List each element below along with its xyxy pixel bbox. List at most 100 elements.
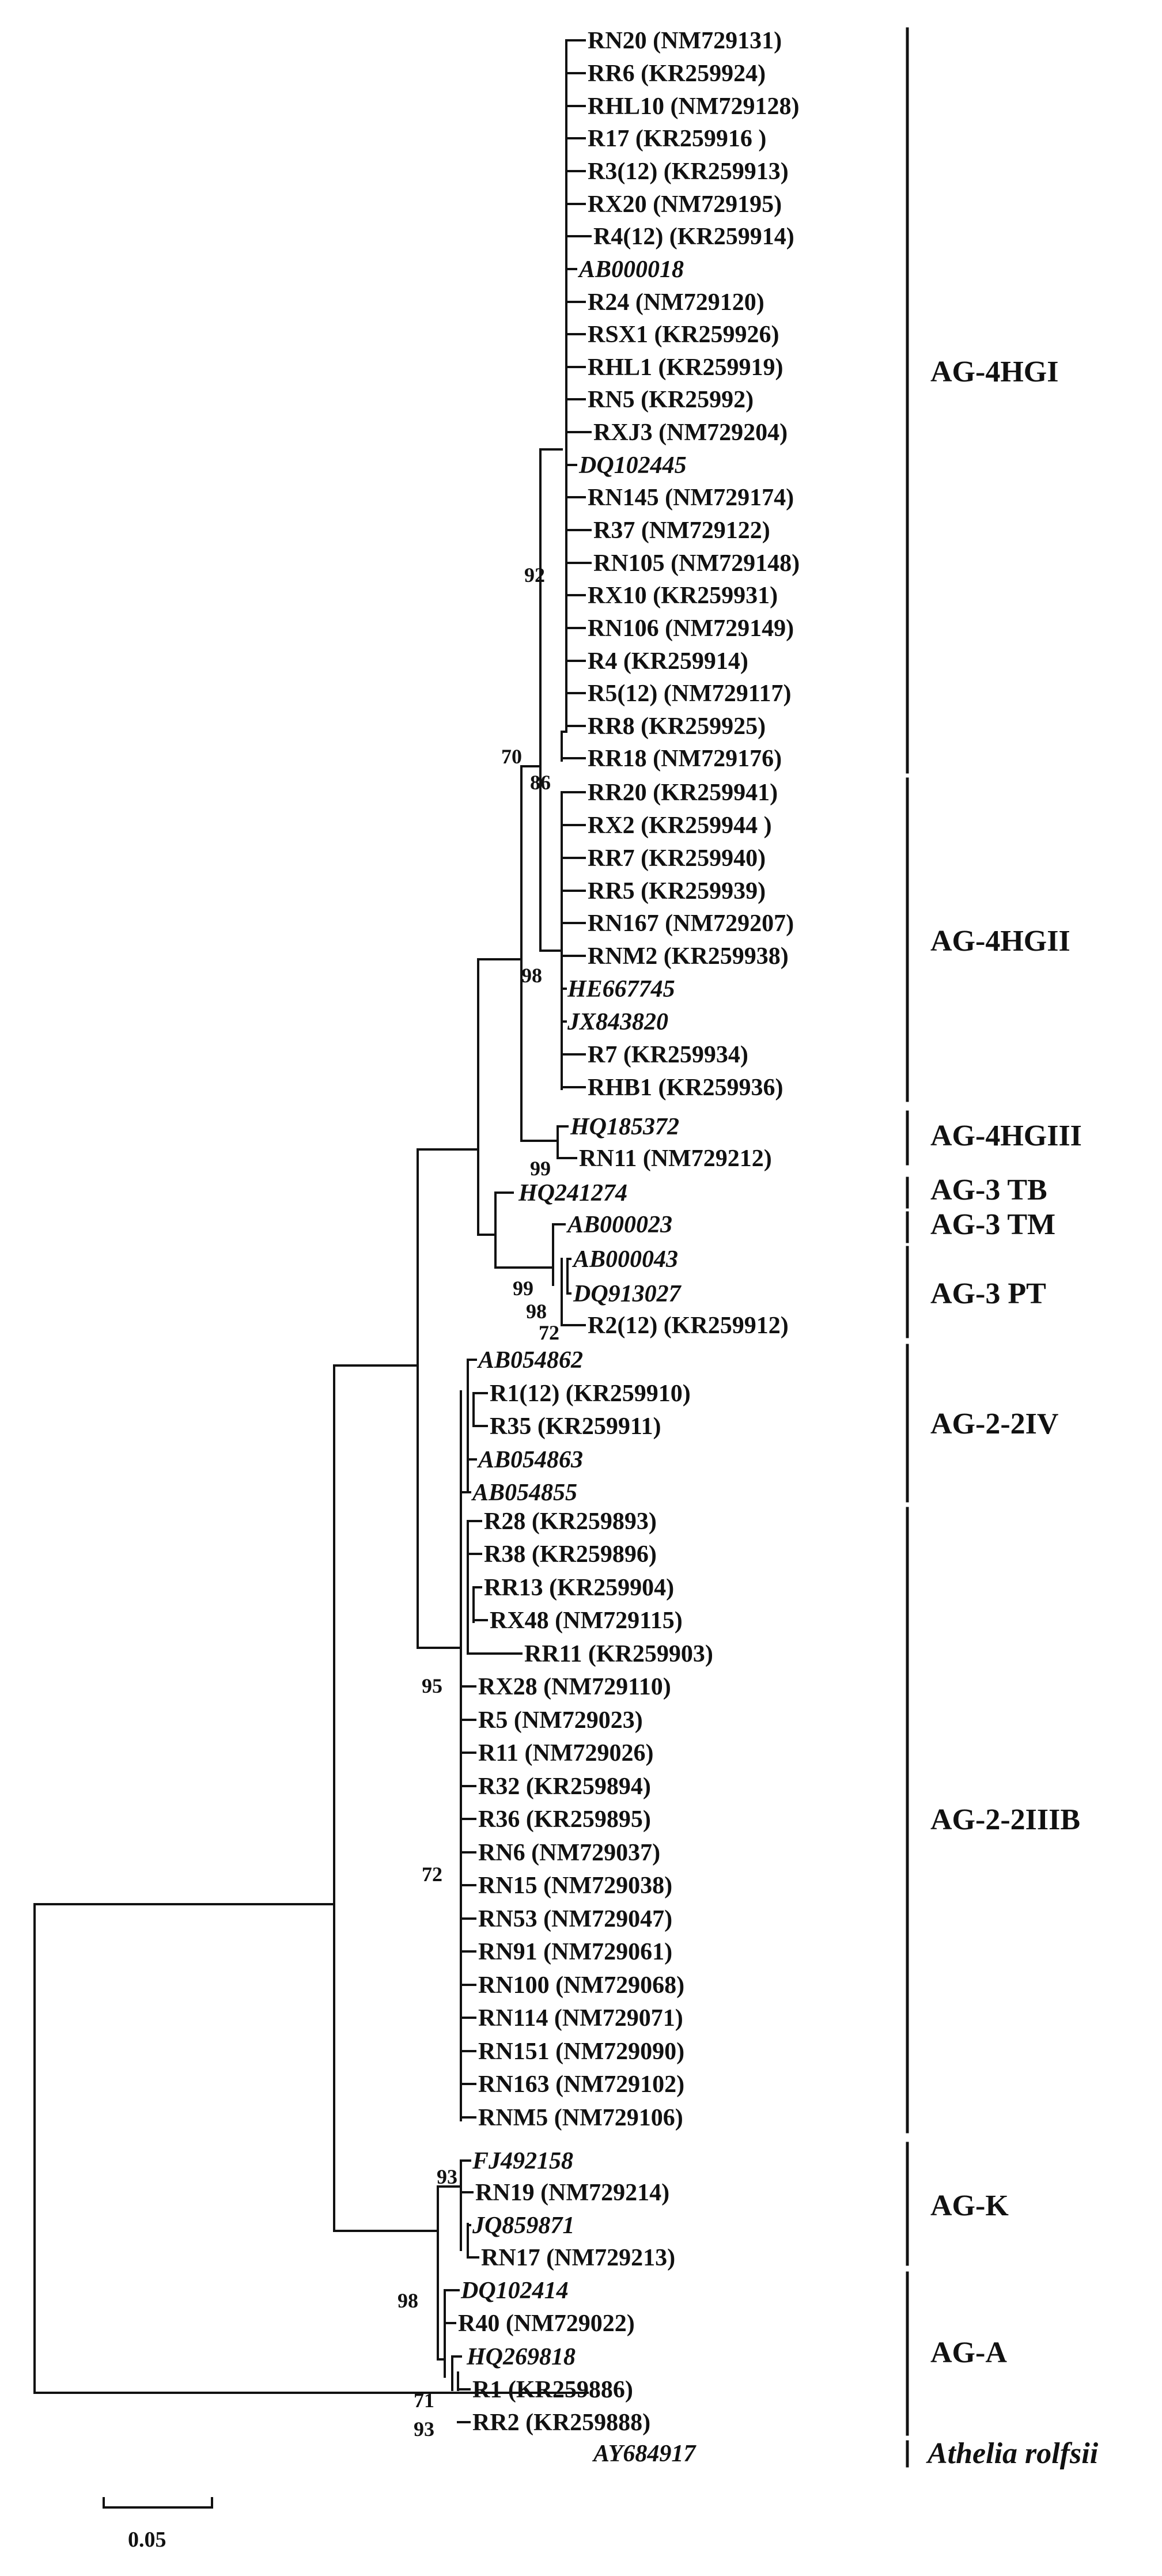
leaf-label: RN151 (NM729090) <box>478 2038 684 2065</box>
leaf-label: RR7 (KR259940) <box>588 845 766 872</box>
leaf-labels: RN20 (NM729131) RR6 (KR259924) RHL10 (NM… <box>458 28 800 2467</box>
bootstrap-value: 92 <box>524 563 545 587</box>
bootstrap-value: 86 <box>530 771 551 794</box>
leaf-label: JQ859871 <box>472 2212 574 2239</box>
leaf-label: RN15 (NM729038) <box>478 1873 672 1899</box>
leaf-label: AB000018 <box>577 256 684 283</box>
leaf-label: R32 (KR259894) <box>478 1773 651 1800</box>
leaf-label: HE667745 <box>567 976 675 1003</box>
leaf-label: RX2 (KR259944 ) <box>588 812 772 839</box>
leaf-label: AB000043 <box>571 1246 678 1273</box>
scale-bar-label: 0.05 <box>128 2528 166 2552</box>
bootstrap-value: 93 <box>414 2418 434 2441</box>
leaf-label: RN167 (NM729207) <box>588 910 794 937</box>
leaf-label: R38 (KR259896) <box>484 1541 657 1568</box>
group-label-ag-k: AG-K <box>930 2189 1009 2222</box>
leaf-label: HQ269818 <box>466 2344 576 2370</box>
leaf-label: RN105 (NM729148) <box>593 550 800 577</box>
leaf-label: R35 (KR259911) <box>490 1413 661 1440</box>
leaf-label: RNM2 (KR259938) <box>588 943 789 970</box>
group-label-ag-2-2iv: AG-2-2IV <box>930 1408 1058 1440</box>
leaf-label: DQ102414 <box>460 2278 569 2304</box>
leaf-label: R5 (NM729023) <box>478 1707 643 1734</box>
leaf-label: RX20 (NM729195) <box>588 191 782 218</box>
leaf-label: R37 (NM729122) <box>593 517 770 544</box>
leaf-label: R1 (KR259886) <box>472 2377 633 2403</box>
leaf-label: HQ185372 <box>570 1114 679 1140</box>
leaf-label: AB054855 <box>471 1480 577 1506</box>
leaf-label: RN11 (NM729212) <box>579 1145 772 1172</box>
leaf-branches <box>444 39 592 2423</box>
group-label-ag-2-2iiib: AG-2-2IIIB <box>930 1803 1080 1836</box>
leaf-label: RN145 (NM729174) <box>588 485 794 511</box>
leaf-label: R40 (NM729022) <box>458 2310 635 2337</box>
leaf-label: RHL10 (NM729128) <box>588 93 799 120</box>
leaf-label: RX10 (KR259931) <box>588 582 778 609</box>
group-label-ag-3-pt: AG-3 PT <box>930 1277 1046 1310</box>
leaf-label: R2(12) (KR259912) <box>588 1312 789 1339</box>
leaf-label: RR5 (KR259939) <box>588 878 766 905</box>
group-label-ag-3-tm: AG-3 TM <box>930 1208 1055 1241</box>
bootstrap-value: 93 <box>437 2165 457 2188</box>
leaf-label: R11 (NM729026) <box>478 1740 653 1766</box>
leaf-label: RR18 (NM729176) <box>588 746 782 772</box>
leaf-label: R28 (KR259893) <box>484 1508 657 1535</box>
group-label-ag-4hgi: AG-4HGI <box>930 355 1058 388</box>
bootstrap-value: 71 <box>414 2389 434 2412</box>
leaf-label: FJ492158 <box>472 2148 573 2174</box>
leaf-label: RR13 (KR259904) <box>484 1575 674 1601</box>
leaf-label: R17 (KR259916 ) <box>588 126 766 152</box>
bootstrap-value: 95 <box>422 1674 442 1697</box>
bootstrap-value: 99 <box>513 1277 533 1300</box>
group-label-ag-4hgiii: AG-4HGIII <box>930 1119 1082 1152</box>
leaf-label: AB054862 <box>476 1347 583 1374</box>
leaf-label: R7 (KR259934) <box>588 1042 748 1068</box>
leaf-label: R1(12) (KR259910) <box>490 1380 691 1407</box>
group-label-ag-3-tb: AG-3 TB <box>930 1174 1047 1206</box>
group-label-athelia-rolfsii: Athelia rolfsii <box>926 2437 1099 2470</box>
bootstrap-value: 72 <box>422 1863 442 1886</box>
leaf-label: RR11 (KR259903) <box>524 1641 713 1667</box>
bootstrap-value: 70 <box>501 745 522 768</box>
group-labels: AG-4HGI AG-4HGII AG-4HGIII AG-3 TB AG-3 … <box>926 355 1099 2470</box>
bootstrap-value: 98 <box>526 1300 547 1323</box>
leaf-label: RSX1 (KR259926) <box>588 321 779 348</box>
bootstrap-value: 99 <box>530 1157 551 1180</box>
leaf-label: RNM5 (NM729106) <box>478 2105 683 2131</box>
leaf-label: R3(12) (KR259913) <box>588 158 789 185</box>
group-label-ag-a: AG-A <box>930 2336 1007 2369</box>
leaf-label: RX28 (NM729110) <box>478 1674 671 1700</box>
leaf-label: RR2 (KR259888) <box>472 2409 650 2436</box>
leaf-label: RR6 (KR259924) <box>588 60 766 87</box>
leaf-label: RN19 (NM729214) <box>475 2180 669 2206</box>
leaf-label: DQ913027 <box>573 1281 682 1307</box>
bootstrap-value: 98 <box>521 964 542 987</box>
leaf-label: RHB1 (KR259936) <box>588 1075 784 1101</box>
leaf-label: RN20 (NM729131) <box>588 28 782 54</box>
bootstrap-value: 72 <box>539 1321 559 1344</box>
leaf-label: RX48 (NM729115) <box>490 1607 683 1634</box>
bootstrap-value: 98 <box>398 2289 418 2312</box>
leaf-label: RN106 (NM729149) <box>588 615 794 642</box>
leaf-label: HQ241274 <box>518 1180 627 1206</box>
leaf-label: RN163 (NM729102) <box>478 2071 684 2098</box>
leaf-label: RN114 (NM729071) <box>478 2005 683 2032</box>
bootstrap-values: 92 70 86 98 99 99 98 72 95 72 93 98 71 9… <box>398 563 559 2441</box>
leaf-label: RR8 (KR259925) <box>588 713 766 740</box>
leaf-label: R5(12) (NM729117) <box>588 680 791 707</box>
leaf-label: RHL1 (KR259919) <box>588 354 784 381</box>
leaf-label: RN5 (KR25992) <box>588 387 754 413</box>
leaf-label: JX843820 <box>567 1009 668 1035</box>
leaf-label: R4 (KR259914) <box>588 648 748 675</box>
group-label-ag-4hgii: AG-4HGII <box>930 925 1070 958</box>
leaf-label: RR20 (KR259941) <box>588 780 778 806</box>
leaf-label: DQ102445 <box>578 452 687 479</box>
leaf-label: AB000023 <box>566 1212 672 1238</box>
tree-branches <box>33 39 592 2423</box>
leaf-label: R4(12) (KR259914) <box>593 224 794 250</box>
leaf-label: AB054863 <box>476 1447 583 1473</box>
scale-bar: 0.05 <box>103 2497 213 2552</box>
leaf-label: RN91 (NM729061) <box>478 1939 672 1965</box>
